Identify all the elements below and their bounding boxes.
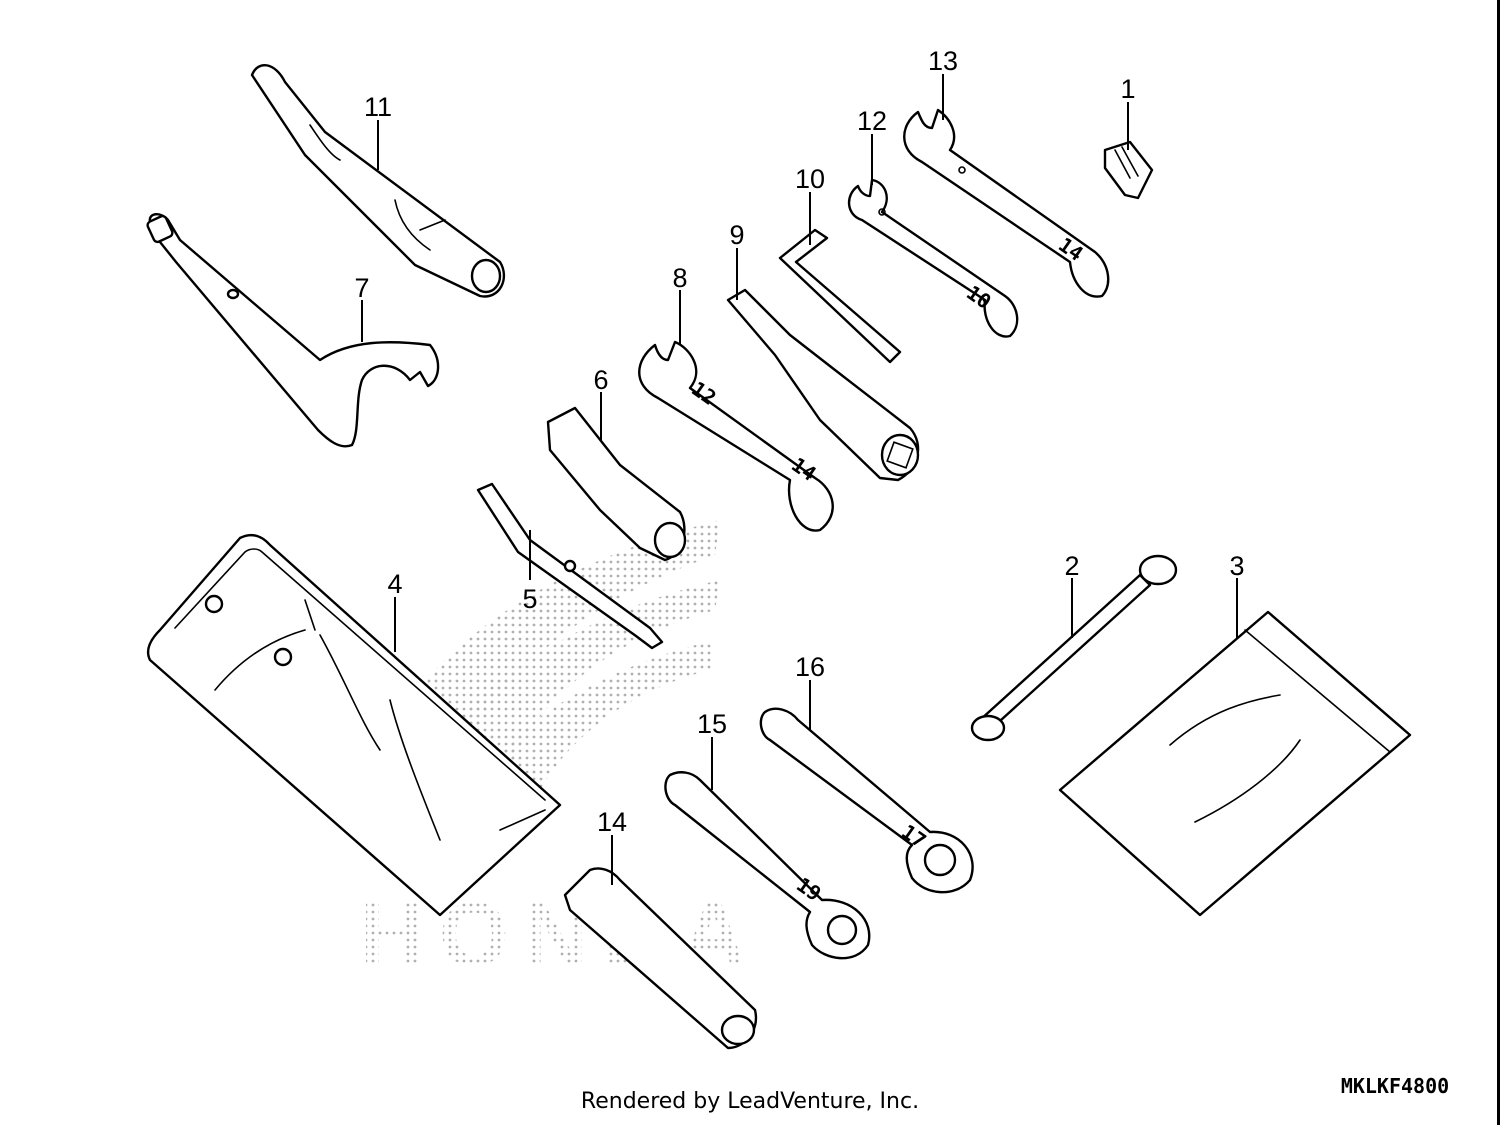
callout-8: 8 [672,263,687,293]
part-4-tool-bag[interactable] [146,534,562,917]
callout-12: 12 [857,106,887,136]
part-9-socket-wrench[interactable] [726,288,920,482]
part-14-extension-tube[interactable] [563,867,758,1050]
callout-2: 2 [1064,551,1079,581]
honda-watermark-logo: HONDA [360,520,746,985]
part-10-hex-key[interactable] [778,228,902,364]
callout-labels: 1 2 3 4 5 6 7 8 9 10 11 12 13 14 15 16 [354,46,1244,837]
part-6-socket[interactable] [546,406,687,562]
callout-4: 4 [387,569,402,599]
callout-11: 11 [364,92,392,122]
frame-border [1497,0,1500,1125]
render-credit: Rendered by LeadVenture, Inc. [580,1089,920,1114]
callout-5: 5 [522,584,537,614]
callout-9: 9 [729,220,744,250]
callout-7: 7 [354,273,369,303]
callout-3: 3 [1229,551,1244,581]
drawing-code: MKLKF4800 [1341,1074,1449,1098]
callout-14: 14 [597,807,627,837]
part-7-pin-spanner[interactable] [146,213,440,448]
callout-6: 6 [593,365,608,395]
part-3-owner-manual-bag[interactable] [1058,610,1412,917]
part-15-box-end-wrench[interactable]: 19 [664,771,871,960]
part-12-open-end-wrench[interactable]: 10 [847,178,1019,338]
part-11-extension-handle[interactable] [250,64,506,298]
callout-15: 15 [697,709,727,739]
callout-leader-lines [361,74,1238,885]
callout-13: 13 [928,46,958,76]
callout-10: 10 [795,164,825,194]
part-1-clip[interactable] [1103,140,1154,200]
callout-1: 1 [1120,74,1135,104]
part-16-box-end-wrench[interactable]: 17 [759,707,974,894]
part-5-screwdriver[interactable] [476,482,664,650]
part-2-helmet-holder-cable[interactable] [970,554,1178,742]
callout-16: 16 [795,652,825,682]
